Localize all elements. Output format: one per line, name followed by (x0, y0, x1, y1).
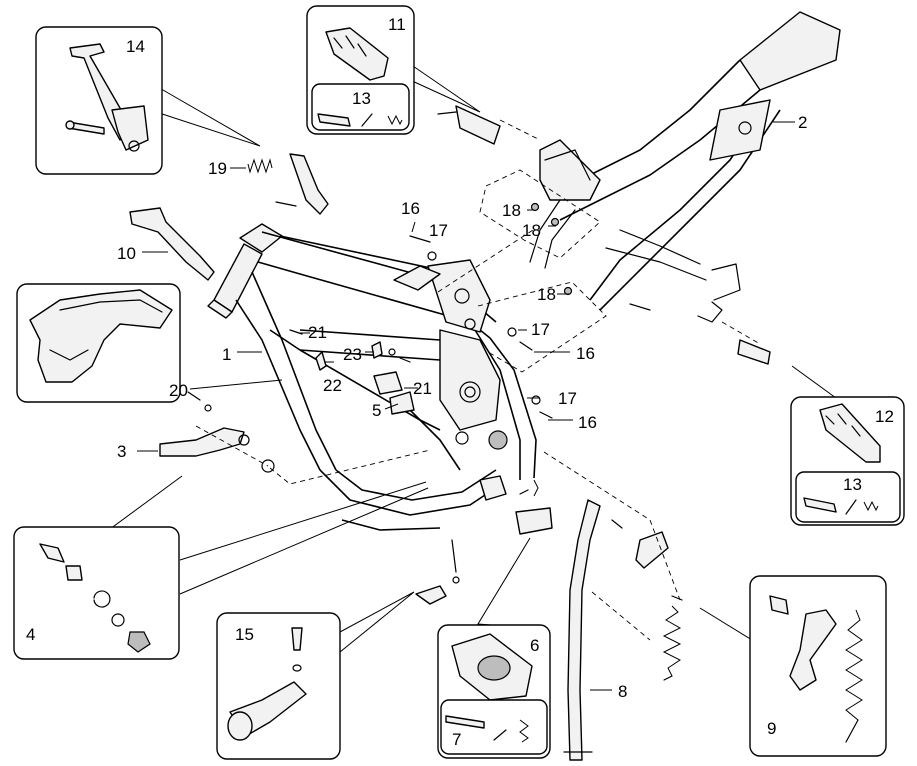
small-fasteners (129, 105, 771, 761)
callout-9: 9 (767, 719, 776, 738)
callout-13-upper: 13 (352, 89, 371, 108)
inset-engine-guard (16, 283, 181, 403)
callout-13-right: 13 (843, 475, 862, 494)
callout-11: 11 (388, 15, 406, 34)
callout-20: 20 (169, 381, 188, 400)
main-frame (207, 223, 537, 531)
callout-16-b: 16 (576, 344, 595, 363)
callout-7: 7 (452, 730, 461, 749)
callout-23: 23 (343, 345, 362, 364)
callout-18-c: 18 (537, 285, 556, 304)
callout-6: 6 (530, 636, 539, 655)
callout-5: 5 (372, 401, 381, 420)
subframe (529, 11, 841, 323)
callout-22: 22 (323, 376, 342, 395)
callout-labels: 1 2 3 4 5 6 7 8 9 10 11 12 13 13 14 15 1… (26, 15, 894, 749)
callout-8: 8 (618, 682, 627, 701)
callout-16-c: 16 (578, 413, 597, 432)
callout-17-b: 17 (531, 320, 550, 339)
inset-gear-lever (216, 612, 341, 760)
callout-4: 4 (26, 625, 35, 644)
inset-kickstarter (35, 26, 163, 175)
callout-1: 1 (222, 345, 231, 364)
callout-21-b: 21 (413, 379, 432, 398)
callout-10: 10 (117, 244, 136, 263)
callout-17-c: 17 (558, 389, 577, 408)
inset-stand-spring (749, 575, 887, 757)
callout-14: 14 (126, 37, 145, 56)
inset-pivot-bolt (13, 526, 180, 660)
inset-footpeg-right (790, 396, 905, 526)
callout-16-a: 16 (401, 199, 420, 218)
callout-17-a: 17 (429, 221, 448, 240)
guide-lines (195, 119, 761, 641)
inset-footpeg-upper (306, 5, 415, 135)
callout-2: 2 (798, 113, 807, 132)
callout-18-b: 18 (522, 221, 541, 240)
callout-19: 19 (208, 159, 227, 178)
callout-3: 3 (117, 442, 126, 461)
inset-footpeg-left (437, 624, 551, 759)
callout-15: 15 (235, 625, 254, 644)
callout-12: 12 (875, 407, 894, 426)
callout-18-a: 18 (502, 201, 521, 220)
callout-21-a: 21 (308, 323, 327, 342)
